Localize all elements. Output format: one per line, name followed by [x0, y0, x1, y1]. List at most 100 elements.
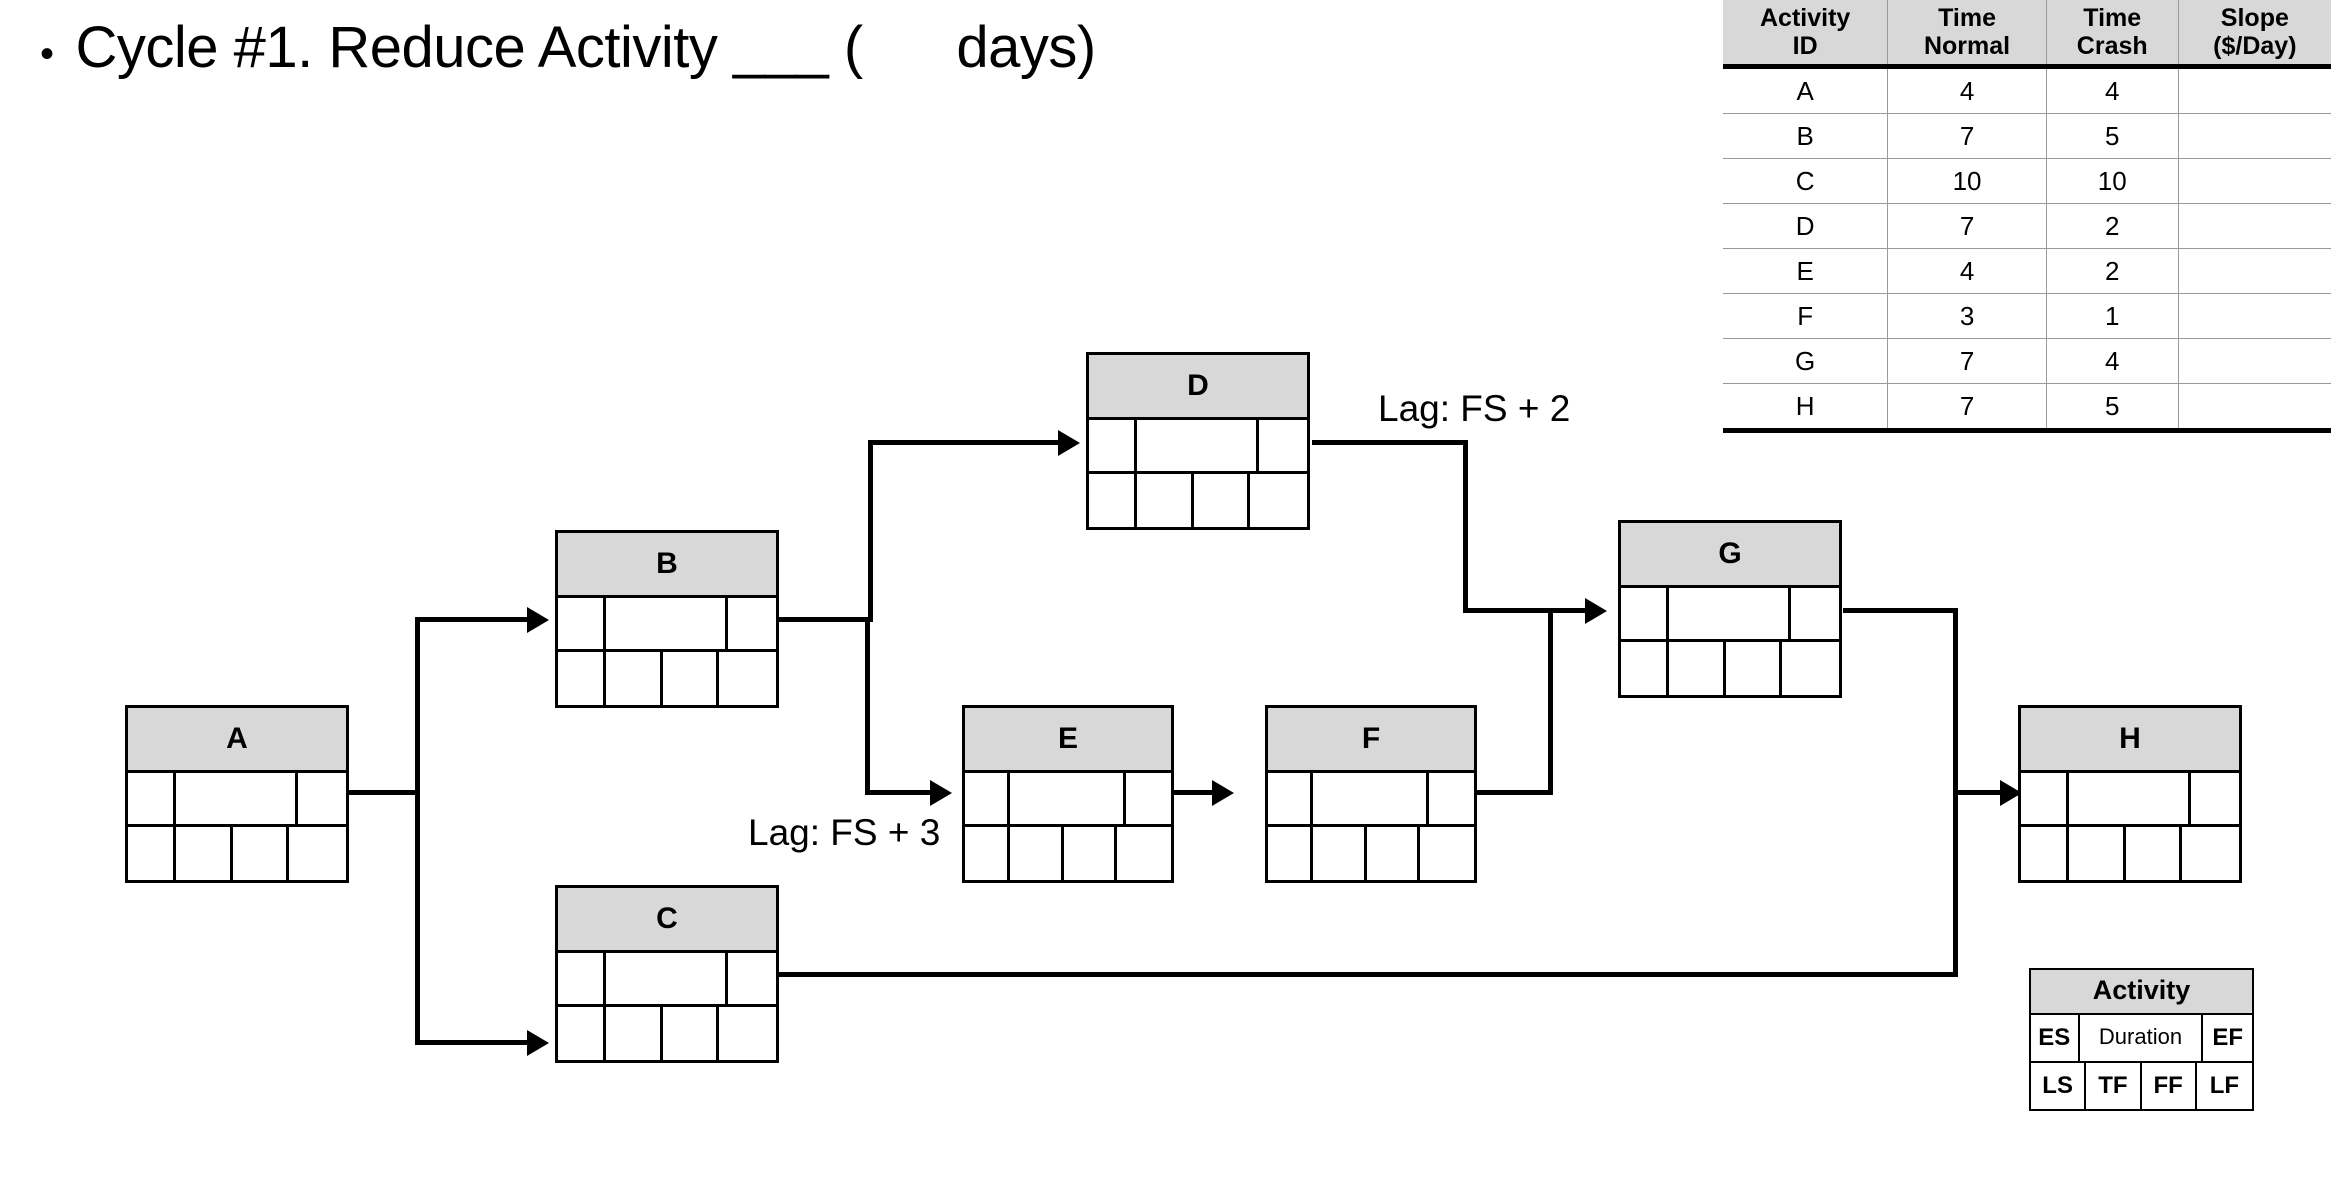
node-f[interactable]: F — [1265, 705, 1477, 883]
cell-time-crash: 4 — [2045, 338, 2179, 384]
node-e[interactable]: E — [962, 705, 1174, 883]
cell-activity: G — [1723, 338, 1889, 384]
table-header-row: Activity ID Time Normal Time Crash Slope… — [1723, 0, 2331, 67]
edge-g-h — [1953, 790, 2015, 795]
node-c-ls[interactable] — [558, 1006, 606, 1060]
edge-a-out — [348, 790, 420, 795]
node-c-ef[interactable] — [728, 953, 776, 1003]
cell-time-normal: 3 — [1887, 293, 2047, 339]
node-g[interactable]: G — [1618, 520, 1842, 698]
node-h[interactable]: H — [2018, 705, 2242, 883]
node-c-ff[interactable] — [663, 1006, 720, 1060]
node-h-ff[interactable] — [2126, 826, 2183, 880]
th-slope: Slope ($/Day) — [2177, 0, 2331, 67]
node-c-lf[interactable] — [719, 1007, 776, 1060]
table-row: A 4 4 — [1723, 66, 2331, 114]
cell-time-crash: 2 — [2045, 248, 2179, 294]
node-b-ff[interactable] — [663, 651, 720, 705]
cell-time-crash: 4 — [2045, 66, 2179, 114]
node-a-es[interactable] — [128, 773, 176, 824]
node-h-ef[interactable] — [2191, 773, 2239, 823]
bullet-icon: • — [40, 32, 54, 76]
node-c-tf[interactable] — [606, 1006, 663, 1060]
arrowhead-g — [1585, 598, 1607, 624]
node-h-ls[interactable] — [2021, 826, 2069, 880]
node-d-es[interactable] — [1089, 420, 1137, 471]
title-text: Cycle #1. Reduce Activity ___ ( days) — [75, 15, 1097, 80]
node-b-ef[interactable] — [728, 598, 776, 648]
node-d-tf[interactable] — [1137, 473, 1194, 527]
node-g-ls[interactable] — [1621, 641, 1669, 695]
node-b[interactable]: B — [555, 530, 779, 708]
node-a-ef[interactable] — [298, 773, 346, 823]
th-activity-id: Activity ID — [1723, 0, 1889, 67]
node-d-duration[interactable] — [1137, 420, 1260, 471]
node-c-es[interactable] — [558, 953, 606, 1004]
node-a-ls[interactable] — [128, 826, 176, 880]
node-d-ef[interactable] — [1259, 420, 1307, 470]
node-d[interactable]: D — [1086, 352, 1310, 530]
node-h-duration[interactable] — [2069, 773, 2192, 824]
cell-slope[interactable] — [2177, 158, 2331, 204]
cell-time-crash: 10 — [2045, 158, 2179, 204]
node-f-ff[interactable] — [1367, 826, 1421, 880]
node-f-tf[interactable] — [1313, 826, 1367, 880]
node-g-ef[interactable] — [1791, 588, 1839, 638]
node-b-ls[interactable] — [558, 651, 606, 705]
node-b-lf[interactable] — [719, 652, 776, 705]
node-a-lf[interactable] — [289, 827, 346, 880]
th-activity-id-line2: ID — [1792, 32, 1818, 60]
cell-slope[interactable] — [2177, 113, 2331, 159]
node-b-duration[interactable] — [606, 598, 729, 649]
table-row: F 3 1 — [1723, 293, 2331, 339]
node-d-ls[interactable] — [1089, 473, 1137, 527]
edge-a-b — [415, 617, 527, 622]
th-slope-line2: ($/Day) — [2213, 32, 2297, 60]
node-g-tf[interactable] — [1669, 641, 1726, 695]
node-f-duration[interactable] — [1313, 773, 1429, 824]
node-a-tf[interactable] — [176, 826, 233, 880]
node-e-ef[interactable] — [1126, 773, 1171, 823]
node-g-ff[interactable] — [1726, 641, 1783, 695]
cell-time-crash: 5 — [2045, 113, 2179, 159]
node-c[interactable]: C — [555, 885, 779, 1063]
node-e-duration[interactable] — [1010, 773, 1126, 824]
cell-slope[interactable] — [2177, 338, 2331, 384]
node-a-ff[interactable] — [233, 826, 290, 880]
cell-slope[interactable] — [2177, 66, 2331, 114]
node-d-lf[interactable] — [1250, 474, 1307, 527]
th-time-normal-line1: Time — [1938, 4, 1996, 32]
cell-time-crash: 2 — [2045, 203, 2179, 249]
legend-ef: EF — [2212, 1024, 2244, 1051]
node-d-ff[interactable] — [1194, 473, 1251, 527]
node-f-lf[interactable] — [1420, 827, 1474, 880]
node-e-tf[interactable] — [1010, 826, 1064, 880]
cell-slope[interactable] — [2177, 293, 2331, 339]
lag-label-d-g: Lag: FS + 2 — [1378, 388, 1571, 429]
th-time-crash: Time Crash — [2045, 0, 2179, 67]
th-time-normal: Time Normal — [1887, 0, 2047, 67]
node-b-es[interactable] — [558, 598, 606, 649]
node-e-ff[interactable] — [1064, 826, 1118, 880]
node-f-ef[interactable] — [1429, 773, 1474, 823]
cell-slope[interactable] — [2177, 203, 2331, 249]
node-g-lf[interactable] — [1782, 642, 1839, 695]
node-e-lf[interactable] — [1117, 827, 1171, 880]
node-f-ls[interactable] — [1268, 826, 1314, 880]
node-e-ls[interactable] — [965, 826, 1011, 880]
node-c-duration[interactable] — [606, 953, 729, 1004]
node-h-lf[interactable] — [2182, 827, 2239, 880]
node-b-tf[interactable] — [606, 651, 663, 705]
node-h-es[interactable] — [2021, 773, 2069, 824]
node-g-duration[interactable] — [1669, 588, 1792, 639]
cell-activity: C — [1723, 158, 1889, 204]
node-a[interactable]: A — [125, 705, 349, 883]
cell-slope[interactable] — [2177, 383, 2331, 433]
node-g-es[interactable] — [1621, 588, 1669, 639]
node-a-duration[interactable] — [176, 773, 299, 824]
node-f-es[interactable] — [1268, 773, 1314, 824]
cell-slope[interactable] — [2177, 248, 2331, 294]
node-e-es[interactable] — [965, 773, 1011, 824]
node-a-label: A — [128, 708, 346, 774]
node-h-tf[interactable] — [2069, 826, 2126, 880]
